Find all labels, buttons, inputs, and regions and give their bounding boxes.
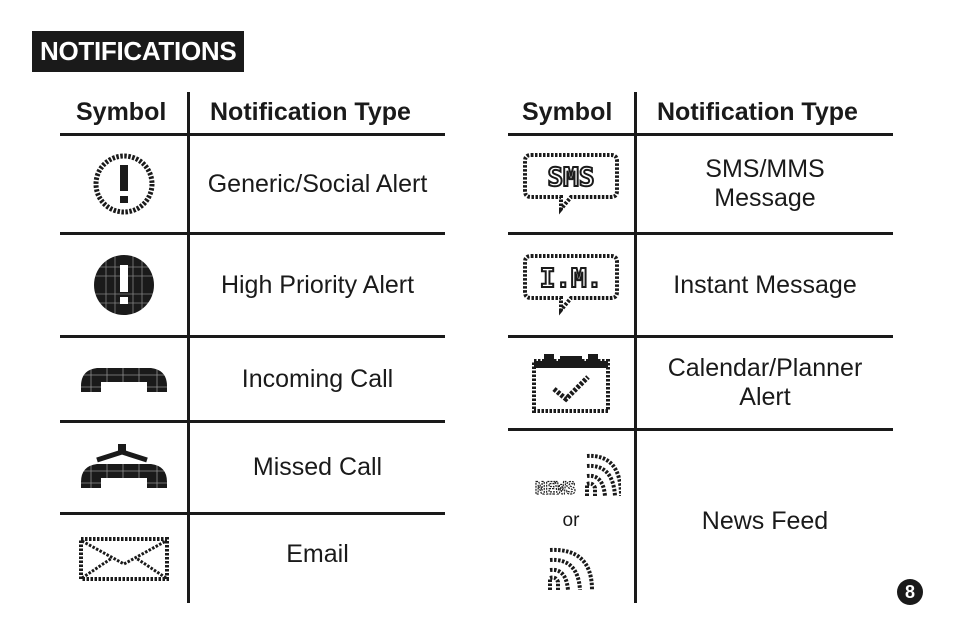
phone-handset-icon [60, 338, 187, 420]
im-icon-text: I.M. [540, 264, 603, 294]
missed-call-icon [60, 423, 187, 512]
news-feed-icon: NEWS [508, 448, 634, 500]
row-divider [508, 335, 893, 338]
type-generic-alert: Generic/Social Alert [207, 169, 428, 198]
type-incoming-call: Incoming Call [241, 364, 394, 393]
column-divider [634, 92, 637, 603]
alert-filled-icon [60, 235, 187, 335]
envelope-icon [60, 515, 187, 603]
row-divider [60, 512, 445, 515]
type-line-1: Calendar/Planner [667, 354, 863, 382]
type-sms-mms-message: SMS/MMS Message [637, 136, 893, 232]
type-high-priority-alert: High Priority Alert [220, 270, 415, 299]
header-divider [508, 133, 893, 136]
calendar-check-icon [508, 338, 634, 428]
notification-table-right: Symbol Notification Type SMS SMS/MMS Mes… [508, 92, 893, 603]
header-notification-type: Notification Type [210, 98, 411, 126]
header-notification-type: Notification Type [657, 98, 858, 126]
sms-bubble-icon: SMS [508, 136, 634, 232]
type-news-feed: News Feed [701, 506, 829, 535]
type-instant-message: Instant Message [673, 270, 857, 299]
type-missed-call: Missed Call [252, 453, 383, 481]
type-line-1: SMS/MMS [705, 155, 825, 183]
row-divider [508, 232, 893, 235]
news-icon-text: NEWS [535, 479, 576, 496]
or-separator: or [562, 510, 580, 531]
header-symbol: Symbol [76, 98, 167, 126]
row-divider [60, 420, 445, 423]
type-line-2: Message [714, 184, 816, 212]
row-divider [508, 428, 893, 431]
alert-outline-icon [60, 136, 187, 232]
row-divider [60, 335, 445, 338]
row-divider [60, 232, 445, 235]
page-number: 8 [897, 579, 923, 605]
sms-icon-text: SMS [548, 163, 595, 193]
column-divider [187, 92, 190, 603]
type-email: Email [286, 539, 349, 568]
notification-table-left: Symbol Notification Type Generic/Social … [60, 92, 445, 603]
type-line-2: Alert [739, 383, 791, 411]
header-symbol: Symbol [522, 98, 613, 126]
rss-feed-icon [508, 542, 634, 594]
im-bubble-icon: I.M. [508, 235, 634, 335]
type-calendar-planner-alert: Calendar/Planner Alert [637, 338, 893, 428]
page-title: NOTIFICATIONS [32, 31, 245, 72]
header-divider [60, 133, 445, 136]
